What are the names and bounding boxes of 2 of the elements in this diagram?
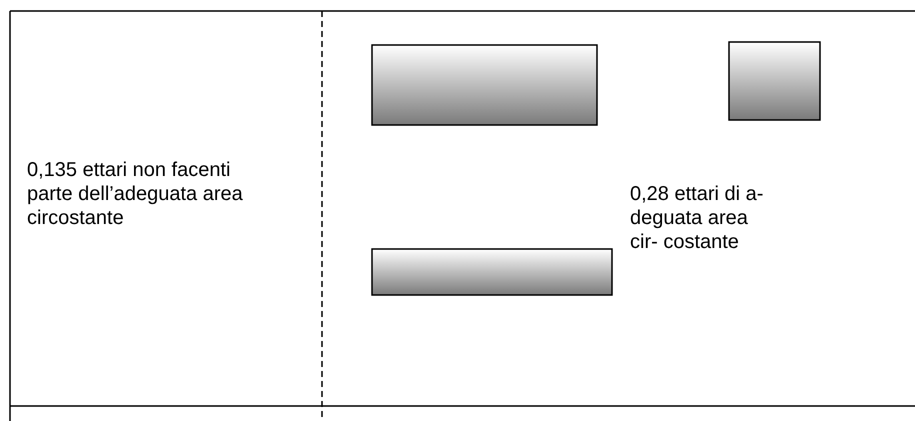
area-label: 0,135 ettari non facenti parte dell’adeguata area circostante	[27, 158, 244, 230]
area-label: 0,28 ettari di a- deguata area cir- costante	[630, 182, 764, 254]
